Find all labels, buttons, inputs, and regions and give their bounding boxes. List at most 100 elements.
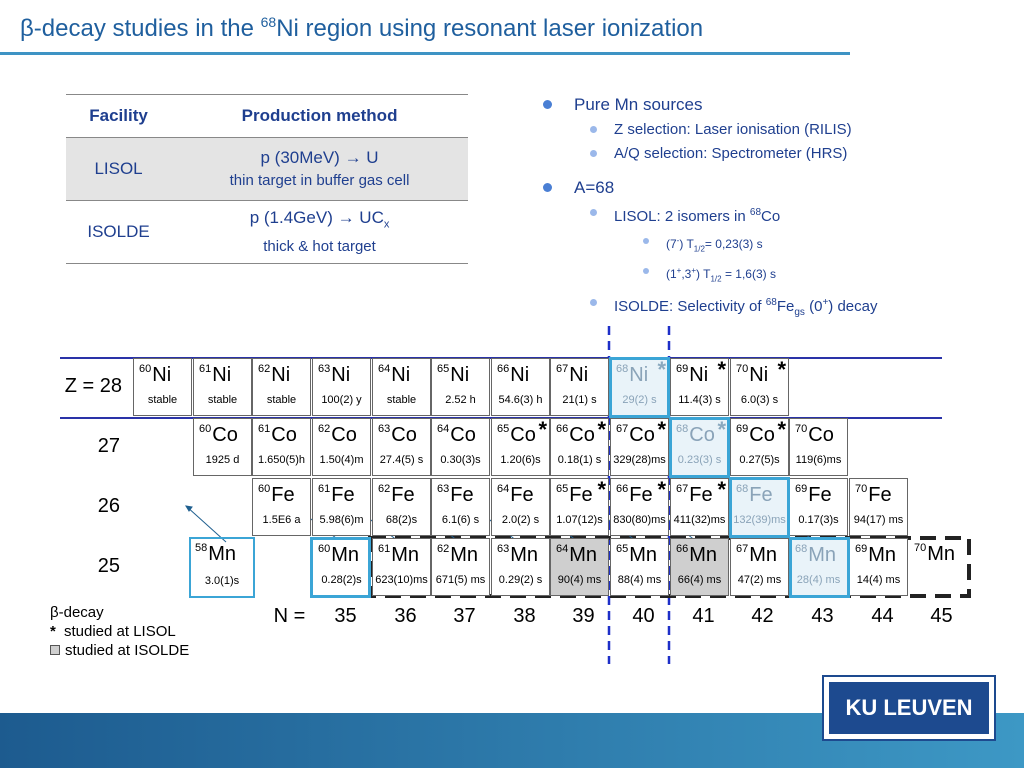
nuclide-name: 62Mn (437, 543, 479, 566)
lisol-star-icon: * (538, 417, 547, 442)
half-life: 0.23(3) s (677, 454, 722, 466)
half-life: 88(4) ms (617, 574, 662, 586)
production-method-header: Production method (171, 94, 468, 138)
half-life: 1.20(6)s (500, 454, 541, 466)
half-life: 28(4) ms (796, 574, 841, 586)
facility-cell: ISOLDE (66, 200, 172, 264)
nuclide-name: 62Fe (378, 483, 415, 506)
ku-leuven-logo: KU LEUVEN (822, 675, 996, 741)
nuclide-name: 61Ni (199, 363, 232, 386)
nuclide-name: 65Ni (437, 363, 470, 386)
nuclide-name: 68Co (676, 423, 715, 446)
lisol-star-icon: * (717, 357, 726, 382)
half-life: 0.29(2) s (498, 574, 543, 586)
half-life: 21(1) s (562, 394, 597, 406)
nuclide-name: 67Mn (736, 543, 778, 566)
n-label: 42 (751, 605, 774, 627)
half-life: stable (147, 394, 178, 406)
facility-header: Facility (66, 94, 172, 138)
grey-square-icon (50, 645, 60, 655)
half-life: 132(39)ms (733, 514, 786, 526)
n-prefix: N = (273, 605, 306, 627)
n-label: 45 (930, 605, 953, 627)
nuclide-name: 60Mn (318, 543, 360, 566)
nuclide-name: 63Ni (318, 363, 351, 386)
bullet-isolde-selectivity: ISOLDE: Selectivity of 68Fegs (0+) decay (540, 292, 1000, 324)
nuclide-name: 60Ni (139, 363, 172, 386)
lisol-star-icon: * (777, 417, 786, 442)
nuclide-name: 66Ni (497, 363, 530, 386)
half-life: 1.5E6 a (262, 514, 301, 526)
legend-lisol: *studied at LISOL (50, 623, 176, 640)
lisol-star-icon: * (597, 477, 606, 502)
half-life: 27.4(5) s (379, 454, 424, 466)
lisol-star-icon: * (597, 417, 606, 442)
bullet-list: Pure Mn sources Z selection: Laser ionis… (540, 92, 1000, 326)
nuclide-name: 67Fe (676, 483, 713, 506)
nuclide-name: 70Ni (736, 363, 769, 386)
nuclide-name: 65Fe (556, 483, 593, 506)
lisol-star-icon: * (657, 477, 666, 502)
nuclide-name: 68Mn (795, 543, 837, 566)
method-cell: p (1.4GeV) → UCx thick & hot target (171, 200, 468, 264)
nuclide-name: 64Ni (378, 363, 411, 386)
half-life: 3.0(1)s (204, 575, 240, 587)
half-life: 2.0(2) s (501, 514, 540, 526)
nuclide-cell-63co: 63Co 27.4(5) s (372, 418, 431, 476)
legend-isolde: studied at ISOLDE (50, 641, 189, 660)
n-label: 43 (811, 605, 834, 627)
nuclide-name: 67Co (616, 423, 655, 446)
nuclide-name: 63Co (378, 423, 417, 446)
nuclide-name: 61Mn (378, 543, 420, 566)
nuclide-name: 61Co (258, 423, 297, 446)
nuclide-cell-62co: 62Co 1.50(4)m (312, 418, 371, 476)
n-label: 35 (334, 605, 357, 627)
n-label: 39 (572, 605, 595, 627)
half-life: 1.50(4)m (319, 454, 364, 466)
lisol-star-icon: * (657, 357, 666, 382)
nuclide-name: 70Co (795, 423, 834, 446)
nuclide-name: 66Mn (676, 543, 718, 566)
bullet-a68: A=68 (540, 177, 1000, 199)
half-life: 830(80)ms (613, 514, 666, 526)
half-life: 90(4) ms (557, 574, 602, 586)
half-life: 0.30(3)s (440, 454, 481, 466)
table-row: LISOL p (30MeV) → U thin target in buffe… (66, 137, 468, 201)
half-life: 1.07(12)s (556, 514, 603, 526)
half-life: 0.27(5)s (739, 454, 780, 466)
nuclide-name: 60Co (199, 423, 238, 446)
nuclide-name: 62Co (318, 423, 357, 446)
nuclide-name: 68Ni (616, 363, 649, 386)
method-cell: p (30MeV) → U thin target in buffer gas … (171, 137, 468, 201)
half-life: 329(28)ms (613, 454, 666, 466)
nuclide-name: 69Mn (855, 543, 897, 566)
facility-cell: LISOL (66, 137, 172, 201)
half-life: 54.6(3) h (498, 394, 543, 406)
half-life: 68(2)s (385, 514, 418, 526)
n-label: 37 (453, 605, 476, 627)
page-title: β-decay studies in the 68Ni region using… (20, 14, 704, 42)
lisol-star-icon: * (717, 477, 726, 502)
